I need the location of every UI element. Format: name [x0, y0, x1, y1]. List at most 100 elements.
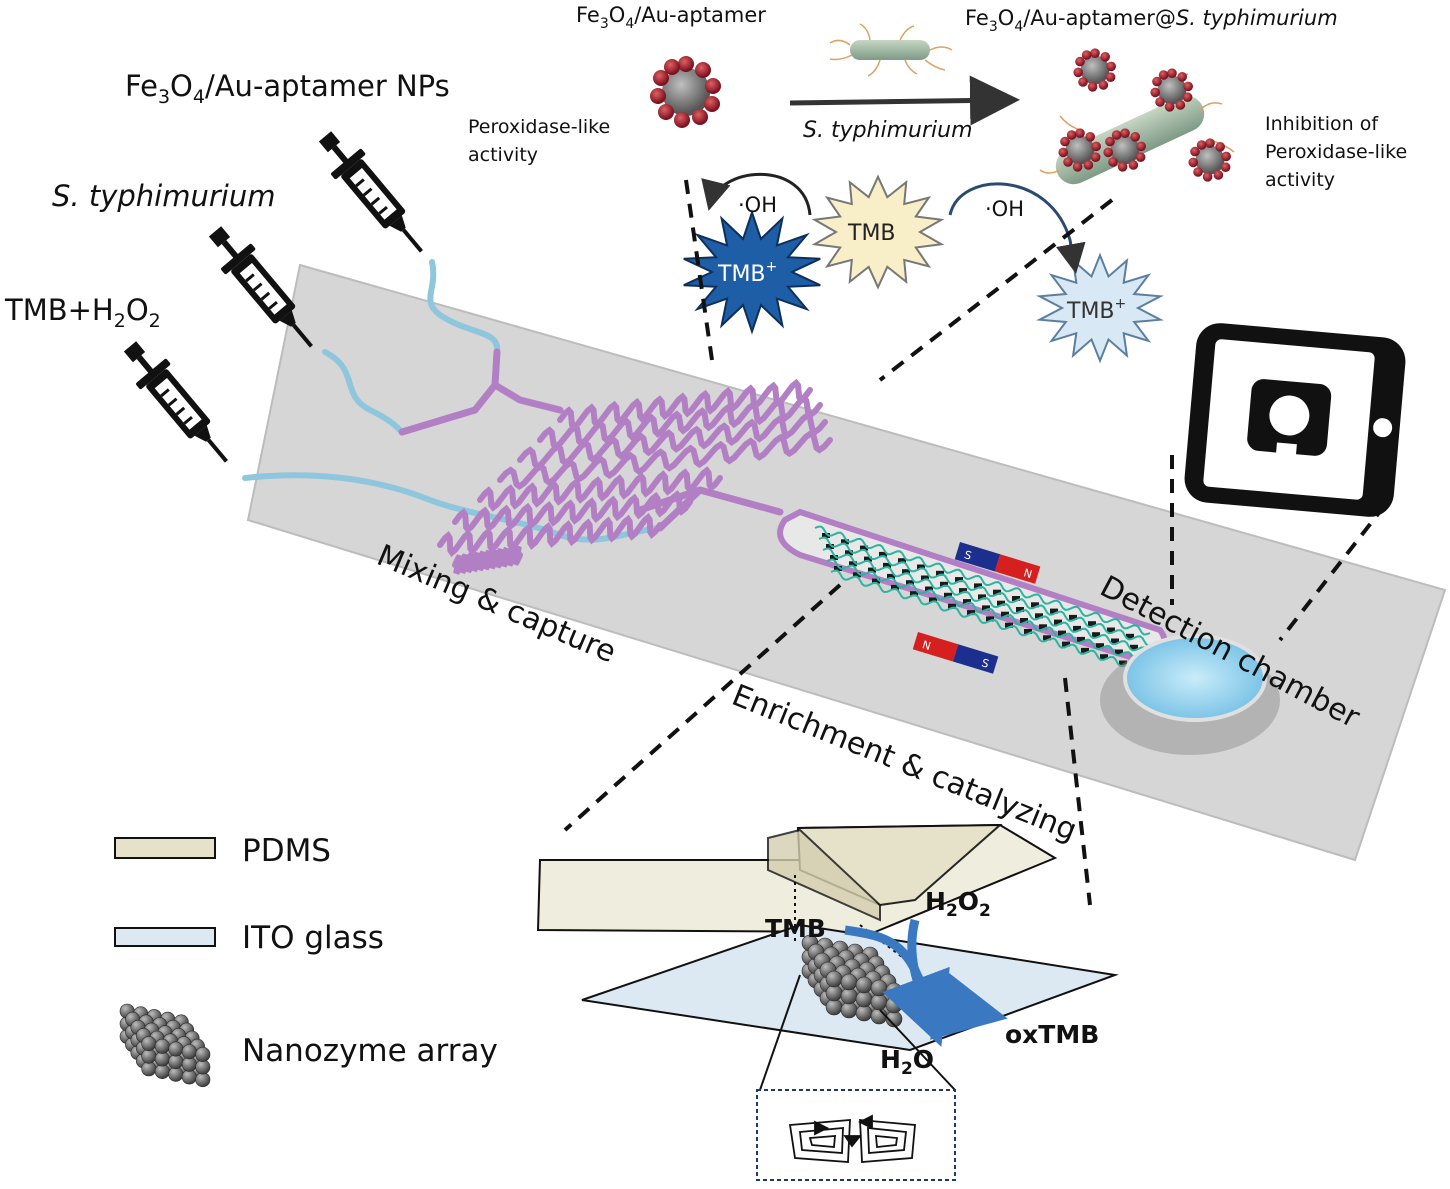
nanozyme-ball	[855, 1004, 873, 1022]
nanozyme-ball	[840, 1001, 858, 1019]
tmb-label: TMB	[847, 221, 896, 246]
smartphone-icon	[1184, 323, 1406, 517]
interdigitated-electrode	[788, 1114, 916, 1163]
nanozyme-ball	[181, 1044, 197, 1060]
nanozyme-array-pattern	[814, 525, 1167, 680]
array-cell	[982, 605, 990, 611]
nanozyme-ball	[181, 1056, 197, 1072]
array-line	[826, 558, 1163, 669]
array-cell	[986, 616, 994, 622]
bacterium-complex	[1039, 48, 1235, 185]
nanozyme-ball	[870, 979, 888, 997]
array-cell	[1043, 635, 1051, 641]
oxtmb-label: oxTMB	[1005, 1020, 1099, 1049]
serpentine-channels	[437, 378, 833, 575]
array-line	[814, 525, 1151, 636]
array-cell	[872, 578, 880, 584]
nanozyme-ball	[825, 984, 843, 1002]
zoom-line	[759, 974, 801, 1091]
array-line	[822, 547, 1159, 658]
array-cell	[1073, 625, 1081, 631]
aptamer-label: Fe3O4/Au-aptamer	[576, 3, 766, 32]
array-cell	[1069, 614, 1077, 620]
array-cell	[1107, 627, 1115, 633]
array-cell	[917, 564, 925, 570]
array-cell	[1058, 630, 1066, 636]
camera-icon	[1247, 379, 1332, 459]
legend-nanozyme-swatch	[119, 1003, 211, 1088]
tmb-input-label: TMB+H2O2	[4, 293, 161, 332]
nanozyme-ball	[870, 993, 888, 1011]
array-cell	[898, 558, 906, 564]
array-cell	[853, 572, 861, 578]
array-cell	[1100, 654, 1108, 660]
nanozyme-ball	[885, 996, 903, 1014]
aptamer-nanoparticle	[650, 56, 721, 128]
array-cell	[845, 550, 853, 556]
nanozyme-ball	[885, 982, 903, 1000]
array-cell	[887, 573, 895, 579]
nanozyme-ball	[855, 976, 873, 994]
array-cell	[944, 592, 952, 598]
array-cell	[822, 533, 830, 538]
nanozyme-ball	[195, 1059, 211, 1075]
array-cell	[959, 588, 967, 594]
nanozyme-ball	[168, 1054, 184, 1070]
array-cell	[1035, 613, 1043, 619]
h2o-label: H2O	[880, 1045, 934, 1079]
array-cell	[906, 580, 914, 586]
array-cell	[1005, 622, 1013, 628]
syringe-icon	[112, 331, 244, 477]
array-cell	[1119, 660, 1127, 666]
array-cell	[1126, 633, 1134, 639]
serpentine-row	[437, 512, 663, 558]
array-cell	[1039, 624, 1047, 630]
array-cell	[834, 566, 842, 571]
array-cell	[993, 589, 1001, 595]
magnet-s-label-2: S	[980, 656, 990, 670]
magnet-s-label: S	[963, 548, 973, 562]
oh-right-label: ·OH	[985, 197, 1024, 221]
array-cell	[978, 594, 986, 600]
legend: PDMS ITO glass Nanozyme array	[114, 833, 498, 1088]
nanozyme-ball	[154, 1038, 170, 1054]
magnet-n-label: N	[1022, 566, 1034, 581]
peroxidase-label-1: Peroxidase-like	[468, 116, 610, 138]
serpentine-row	[477, 466, 723, 512]
h2o2-label: H2O2	[925, 887, 991, 921]
array-cell	[1077, 636, 1085, 642]
array-cell	[910, 591, 918, 597]
legend-pdms-label: PDMS	[242, 833, 331, 869]
array-cell	[997, 600, 1005, 606]
array-cell	[1001, 611, 1009, 617]
nanozyme-ball	[825, 998, 843, 1016]
tmb-plus-dark-burst	[683, 209, 821, 335]
array-cell	[967, 610, 975, 616]
h2o2-flow-arrow	[882, 918, 950, 1047]
array-cell	[1092, 632, 1100, 638]
nanozyme-ball	[195, 1072, 211, 1088]
array-cell	[1088, 621, 1096, 627]
oh-arrow-right	[948, 182, 1086, 274]
dashed-connectors	[563, 179, 1387, 906]
nanozyme-ball	[825, 970, 843, 988]
legend-ito-label: ITO glass	[242, 920, 384, 956]
bottom-tmb-label: TMB	[765, 914, 826, 943]
array-cell	[879, 551, 887, 557]
nanozyme-ball	[154, 1051, 170, 1067]
array-cell	[902, 569, 910, 575]
nanozyme-ball	[840, 973, 858, 991]
array-cell	[1024, 629, 1032, 634]
inhibition-label-3: activity	[1265, 169, 1335, 191]
array-cell	[940, 581, 948, 587]
legend-ito-swatch	[114, 927, 216, 947]
array-cell	[826, 544, 834, 549]
nanozyme-ball	[181, 1069, 197, 1085]
array-cell	[830, 555, 838, 560]
capture-arrow	[789, 75, 1020, 126]
inhibition-label-1: Inhibition of	[1265, 113, 1379, 135]
serpentine-row	[452, 545, 523, 575]
tmb-plus-light-label: TMB+	[1066, 296, 1126, 324]
legend-pdms-swatch	[114, 837, 216, 859]
